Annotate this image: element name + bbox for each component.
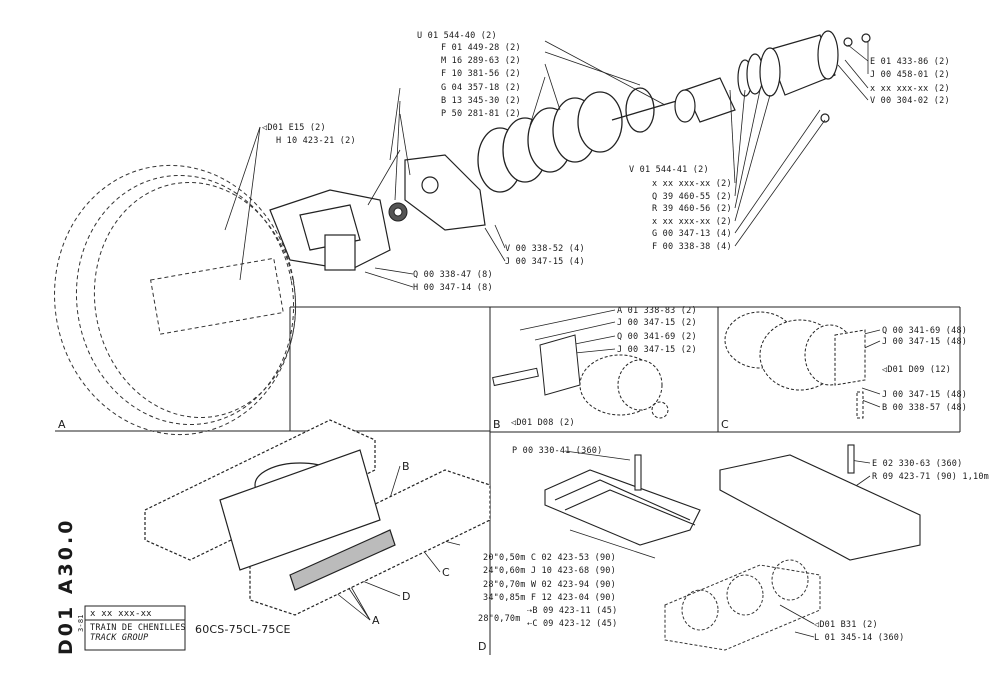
part-label: Q 00 341-69 (48) (882, 326, 968, 336)
part-label: G 04 357-18 (2) (441, 83, 521, 93)
track-assembly-overview (144, 419, 491, 616)
part-label: V 00 338-52 (4) (505, 244, 585, 254)
part-label: Q 00 338-47 (8) (413, 270, 493, 280)
cylinder-drawing (674, 30, 871, 123)
part-label: A 01 338-83 (2) (617, 306, 697, 316)
document-code: D01 A30.0 (55, 517, 77, 655)
shoe-option: 24"0,60m J 10 423-68 (90) (483, 566, 616, 576)
part-label: J 00 347-15 (4) (505, 257, 585, 267)
part-label: L 01 345-14 (360) (814, 633, 905, 643)
section-label-c: C (721, 418, 729, 431)
part-label: V 01 544-41 (2) (629, 165, 709, 175)
part-label: R 39 460-56 (2) (652, 204, 732, 214)
part-label: P 00 330-41 (360) (512, 446, 603, 456)
part-label: F 01 449-28 (2) (441, 43, 521, 53)
rubber-pad-drawing (719, 444, 921, 561)
part-label: M 16 289-63 (2) (441, 56, 521, 66)
recoil-spring-drawing (477, 87, 681, 193)
callout-c: C (442, 566, 450, 579)
part-label: E 02 330-63 (360) (872, 459, 963, 469)
shoe-option: 28"0,70m W 02 423-94 (90) (483, 580, 616, 590)
part-label: Q 00 341-69 (2) (617, 332, 697, 342)
part-label: ◁D01 E15 (2) (262, 123, 326, 133)
idler-wheel-drawing (54, 164, 297, 436)
shoe-option: 34"0,85m F 12 423-04 (90) (483, 593, 616, 603)
part-label: F 00 338-38 (4) (652, 242, 732, 252)
part-label: J 00 347-15 (2) (617, 345, 697, 355)
nut-drawing (388, 202, 408, 222)
part-label: H 10 423-21 (2) (276, 136, 356, 146)
part-label: ◁D01 B31 (2) (814, 620, 878, 630)
part-label: H 00 347-14 (8) (413, 283, 493, 293)
part-label: x xx xxx-xx (2) (870, 84, 950, 94)
shoe-option: 20"0,50m C 02 423-53 (90) (483, 553, 616, 563)
model-list: 60CS-75CL-75CE (195, 623, 291, 636)
part-label: J 00 347-15 (2) (617, 318, 697, 328)
track-shoe-drawing (544, 454, 701, 546)
leader-lines (224, 40, 881, 638)
part-label: J 00 347-15 (48) (882, 390, 968, 400)
track-chain-drawing (664, 559, 821, 651)
part-label: G 00 347-13 (4) (652, 229, 732, 239)
carrier-roller-c-drawing (724, 311, 866, 419)
shoe-option: 28"0,70m (478, 614, 521, 624)
plate-drawing (404, 154, 486, 231)
part-label: P 50 281-81 (2) (441, 109, 521, 119)
section-label-a: A (58, 418, 66, 431)
doc-date: 3-81 (77, 614, 85, 632)
part-label: J 00 458-01 (2) (870, 70, 950, 80)
section-label-b: B (493, 418, 501, 431)
part-label: x xx xxx-xx (2) (652, 217, 732, 227)
idler-bracket-drawing (269, 189, 391, 271)
doc-ref: x xx xxx-xx (90, 609, 152, 619)
part-label: R 09 423-71 (90) 1,10m (872, 472, 989, 482)
part-label: F 10 381-56 (2) (441, 69, 521, 79)
part-label: E 01 433-86 (2) (870, 57, 950, 67)
part-label: B 00 338-57 (48) (882, 403, 968, 413)
part-label: J 00 347-15 (48) (882, 337, 968, 347)
shoe-option: ⇠C 09 423-12 (45) (527, 619, 618, 629)
callout-d: D (402, 590, 411, 603)
callout-a: A (372, 614, 380, 627)
part-label: x xx xxx-xx (2) (652, 179, 732, 189)
part-label: V 00 304-02 (2) (870, 96, 950, 106)
track-roller-b-drawing (492, 334, 669, 419)
callout-b: B (402, 460, 410, 473)
part-label: Q 39 460-55 (2) (652, 192, 732, 202)
part-label: ◁D01 D09 (12) (882, 365, 952, 375)
part-label: ◁D01 D08 (2) (511, 418, 575, 428)
part-label: U 01 544-40 (2) (417, 31, 497, 41)
part-label: B 13 345-30 (2) (441, 96, 521, 106)
title-block (84, 605, 186, 651)
title-fr: TRAIN DE CHENILLES (90, 623, 186, 633)
shoe-option: ⇢B 09 423-11 (45) (527, 606, 618, 616)
title-en: TRACK GROUP (90, 633, 149, 643)
section-label-d: D (478, 640, 487, 653)
